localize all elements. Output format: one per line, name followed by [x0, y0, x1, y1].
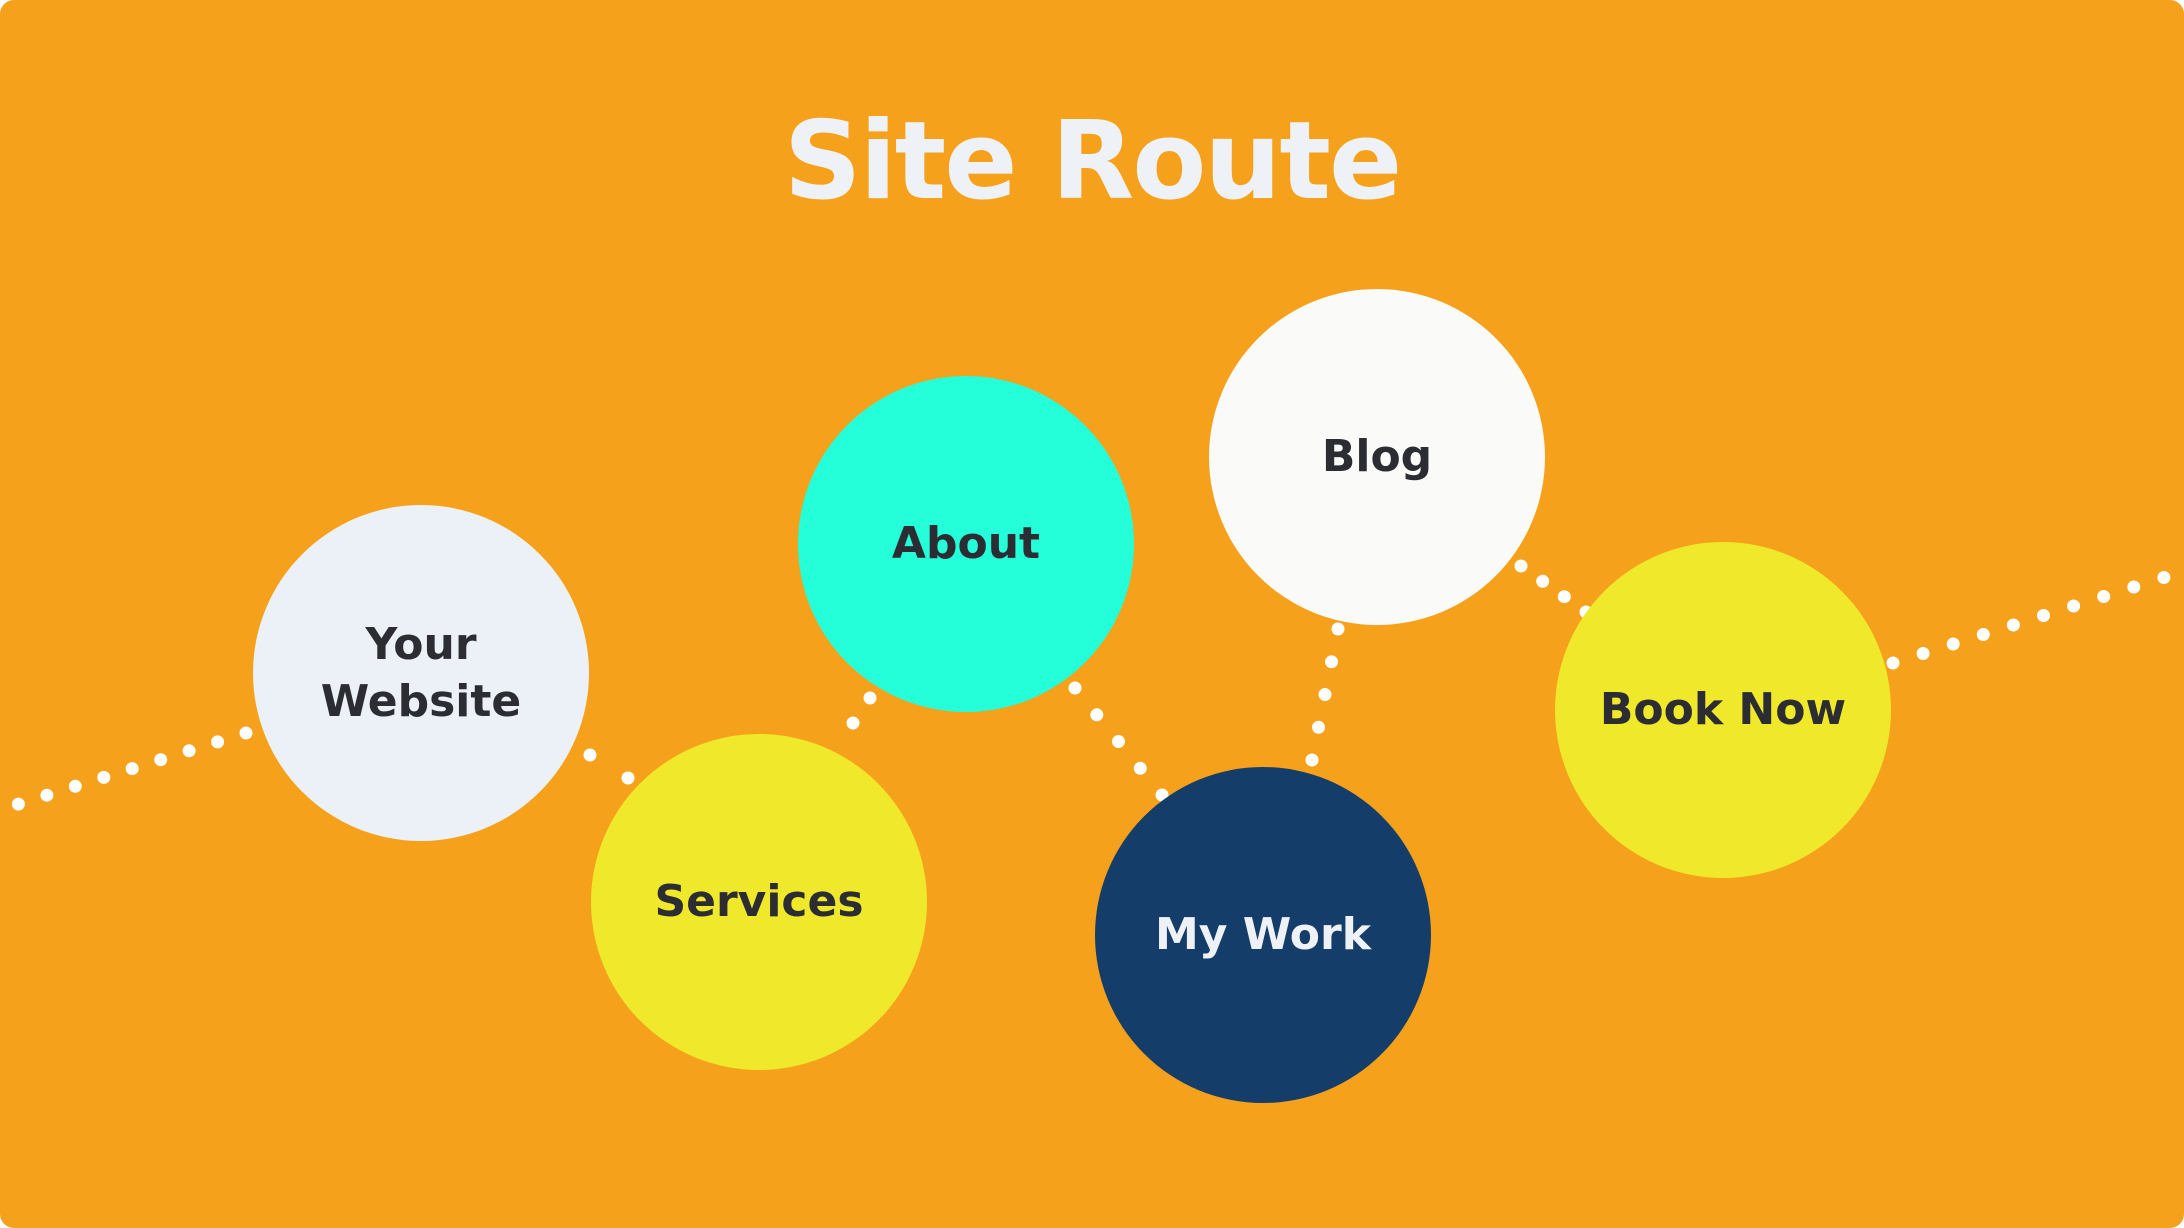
- route-dot: [2006, 618, 2020, 632]
- route-dot: [125, 762, 139, 776]
- route-dot: [583, 748, 597, 762]
- node-blog[interactable]: Blog: [1209, 289, 1545, 625]
- route-dots: [11, 559, 2171, 811]
- route-dot: [846, 716, 860, 730]
- route-dot: [2037, 609, 2050, 622]
- route-dot: [2067, 599, 2081, 613]
- route-dot: [1514, 559, 1528, 573]
- route-dot: [1133, 761, 1147, 775]
- node-label-book-now: Book Now: [1599, 684, 1847, 736]
- node-services[interactable]: Services: [591, 734, 927, 1070]
- route-dot: [1976, 628, 1990, 641]
- route-dot: [2157, 571, 2171, 584]
- route-dot: [1305, 753, 1319, 767]
- page-title: Site Route: [783, 99, 1402, 224]
- route-dot: [1557, 590, 1571, 604]
- route-dot: [1536, 574, 1550, 588]
- route-dot: [1312, 720, 1325, 734]
- node-my-work[interactable]: My Work: [1095, 767, 1431, 1103]
- route-dot: [97, 770, 111, 784]
- node-label-blog: Blog: [1321, 431, 1433, 483]
- route-dot: [1886, 656, 1900, 670]
- route-dot: [1331, 622, 1345, 636]
- node-label-my-work: My Work: [1155, 909, 1371, 961]
- route-dot: [182, 744, 196, 758]
- route-dot: [239, 726, 253, 740]
- route-dot: [1916, 647, 1930, 660]
- route-dot: [1325, 655, 1338, 669]
- route-dot: [154, 753, 168, 767]
- route-dot: [2097, 590, 2111, 603]
- route-dot: [1318, 688, 1332, 701]
- route-dot: [40, 788, 54, 802]
- route-dot: [68, 779, 82, 793]
- node-label-services: Services: [654, 876, 864, 928]
- route-dot: [1068, 681, 1082, 695]
- node-your-website[interactable]: Your Website: [253, 505, 589, 841]
- route-dot: [1112, 735, 1125, 748]
- route-dot: [1946, 637, 1960, 651]
- node-about[interactable]: About: [798, 376, 1134, 712]
- route-dot: [1090, 708, 1104, 722]
- node-book-now[interactable]: Book Now: [1555, 542, 1891, 878]
- route-dot: [863, 691, 877, 705]
- node-label-your-website: Your Website: [320, 618, 522, 727]
- node-label-about: About: [891, 518, 1041, 570]
- route-dot: [621, 771, 635, 785]
- route-dot: [11, 797, 25, 811]
- route-dot: [2127, 580, 2141, 594]
- route-dot: [211, 735, 225, 749]
